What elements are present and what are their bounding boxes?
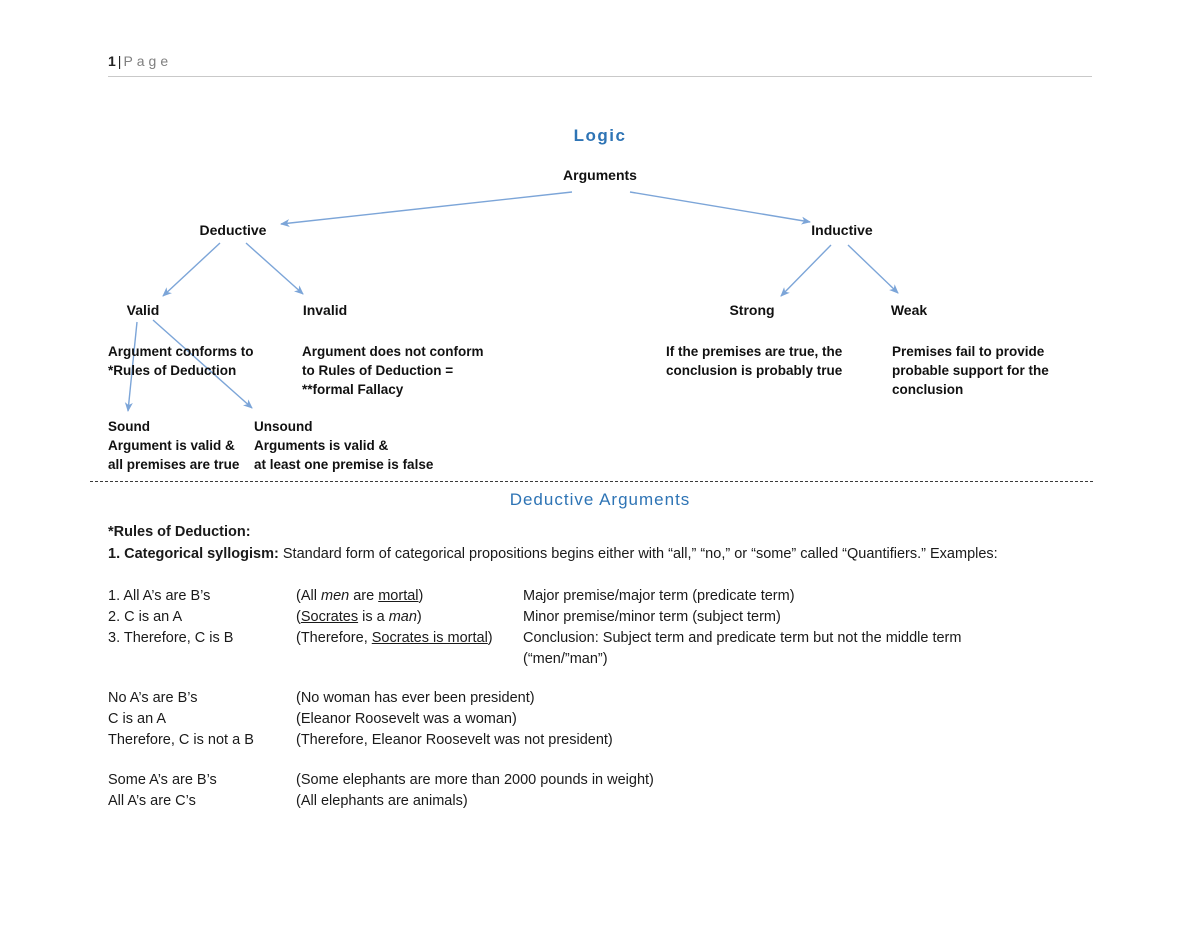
weak-description: Premises fail to provide probable suppor… xyxy=(892,344,1049,397)
arrow-inductive-to-weak xyxy=(847,244,899,294)
table-row: 1. All A’s are B’s (All men are mortal) … xyxy=(108,586,1023,607)
node-arguments: Arguments xyxy=(563,167,637,183)
premise-note: Conclusion: Subject term and predicate t… xyxy=(523,630,962,667)
table-row: 2. C is an A (Socrates is a man) Minor p… xyxy=(108,607,1023,628)
premise-example: (Therefore, Eleanor Roosevelt was not pr… xyxy=(296,732,613,748)
premise-example: (All men are mortal) xyxy=(296,588,424,604)
premise-example: (All elephants are animals) xyxy=(296,793,468,809)
premise-form: All A’s are C’s xyxy=(108,793,196,809)
section-heading: Deductive Arguments xyxy=(509,490,691,509)
arrow-valid-to-unsound xyxy=(152,319,253,409)
diagram-arrows xyxy=(124,191,899,412)
valid-description: Argument conforms to *Rules of Deduction xyxy=(108,344,254,378)
node-inductive: Inductive xyxy=(811,222,873,238)
table-row: 3. Therefore, C is B (Therefore, Socrate… xyxy=(108,628,1023,670)
premise-form: Some A’s are B’s xyxy=(108,772,217,788)
page-header: 1|Page xyxy=(108,53,172,69)
premise-form: Therefore, C is not a B xyxy=(108,732,254,748)
page-separator: | xyxy=(117,53,122,69)
categorical-syllogism-text: Standard form of categorical proposition… xyxy=(278,546,998,562)
table-row: C is an A (Eleanor Roosevelt was a woman… xyxy=(108,709,716,730)
diagram-title: Logic xyxy=(573,126,627,145)
invalid-description: Argument does not conform to Rules of De… xyxy=(302,344,484,397)
premise-example: (Eleanor Roosevelt was a woman) xyxy=(296,711,517,727)
page-number: 1 xyxy=(108,53,116,69)
arrow-deductive-to-valid xyxy=(162,242,221,297)
logic-diagram: Logic Arguments Deductive Inductive Vali… xyxy=(108,126,1049,472)
particular-syllogism-example: Some A’s are B’s (Some elephants are mor… xyxy=(108,770,716,812)
premise-form: 2. C is an A xyxy=(108,609,183,625)
header-rule xyxy=(108,76,1092,77)
node-deductive: Deductive xyxy=(199,222,267,238)
premise-form: 3. Therefore, C is B xyxy=(108,630,234,646)
table-row: All A’s are C’s (All elephants are anima… xyxy=(108,791,716,812)
categorical-syllogism-paragraph: 1. Categorical syllogism: Standard form … xyxy=(108,546,1068,562)
premise-example: (Socrates is a man) xyxy=(296,609,422,625)
sound-description: Sound Argument is valid & all premises a… xyxy=(108,419,240,472)
node-invalid: Invalid xyxy=(302,302,348,318)
premise-form: 1. All A’s are B’s xyxy=(108,588,211,604)
arrow-inductive-to-strong xyxy=(780,244,832,297)
premise-note: Minor premise/minor term (subject term) xyxy=(523,609,781,625)
premise-form: No A’s are B’s xyxy=(108,690,198,706)
rules-of-deduction-title: *Rules of Deduction: xyxy=(108,524,251,540)
premise-note: Major premise/major term (predicate term… xyxy=(523,588,795,604)
syllogism-example-table: 1. All A’s are B’s (All men are mortal) … xyxy=(108,586,1023,670)
node-valid: Valid xyxy=(126,302,160,318)
arrow-valid-to-sound xyxy=(124,321,138,412)
premise-example: (No woman has ever been president) xyxy=(296,690,535,706)
unsound-description: Unsound Arguments is valid & at least on… xyxy=(254,419,434,472)
arrow-deductive-to-invalid xyxy=(245,242,304,295)
premise-example: (Therefore, Socrates is mortal) xyxy=(296,630,493,646)
table-row: No A’s are B’s (No woman has ever been p… xyxy=(108,688,716,709)
premise-form: C is an A xyxy=(108,711,167,727)
table-row: Some A’s are B’s (Some elephants are mor… xyxy=(108,770,716,791)
arrow-arguments-to-inductive xyxy=(629,191,811,225)
premise-example: (Some elephants are more than 2000 pound… xyxy=(296,772,654,788)
negative-syllogism-example: No A’s are B’s (No woman has ever been p… xyxy=(108,688,716,751)
node-strong: Strong xyxy=(729,302,775,318)
strong-description: If the premises are true, the conclusion… xyxy=(666,344,843,378)
dashed-divider xyxy=(90,481,1094,482)
categorical-syllogism-label: 1. Categorical syllogism: xyxy=(108,546,279,562)
table-row: Therefore, C is not a B (Therefore, Elea… xyxy=(108,730,716,751)
page-label: Page xyxy=(123,53,173,69)
node-weak: Weak xyxy=(890,302,928,318)
arrow-arguments-to-deductive xyxy=(280,191,573,228)
